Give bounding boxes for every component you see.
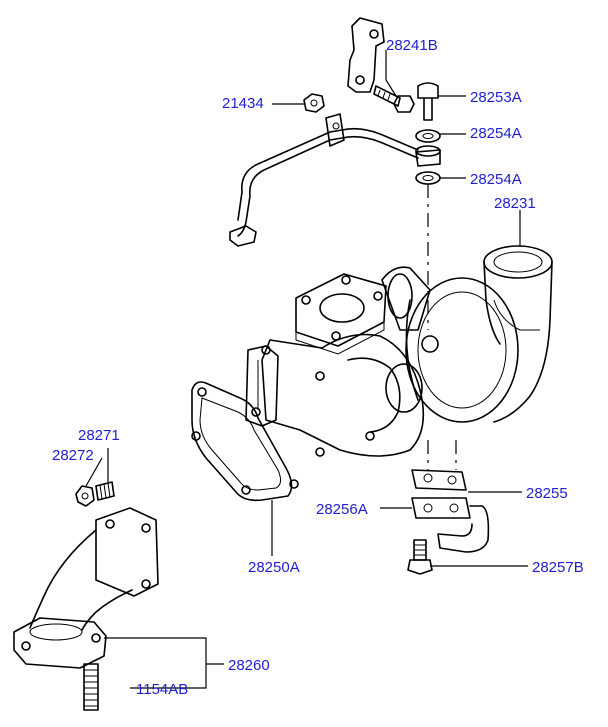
oil-return-pipe <box>411 497 490 553</box>
label-28231: 28231 <box>494 195 536 212</box>
label-28271: 28271 <box>78 427 120 444</box>
nut-28271 <box>75 485 95 507</box>
label-28241b: 28241B <box>386 37 438 54</box>
leader-lines <box>85 50 528 689</box>
bolt-28253a <box>417 82 439 121</box>
washer-lower <box>415 171 441 185</box>
bracket-part <box>347 17 385 93</box>
label-28254a-lower: 28254A <box>470 171 522 188</box>
label-28255: 28255 <box>526 485 568 502</box>
gasket-part <box>191 381 299 502</box>
label-1154ab: 1154AB <box>136 681 188 698</box>
label-28250a: 28250A <box>248 559 300 576</box>
washer-upper <box>415 129 441 143</box>
alignment-line-lower <box>427 440 457 470</box>
bolt-28257b <box>407 539 433 575</box>
banjo-fitting <box>415 145 441 167</box>
label-28260: 28260 <box>228 657 270 674</box>
label-28272: 28272 <box>52 447 94 464</box>
turbocharger <box>245 245 553 457</box>
label-21434: 21434 <box>222 95 264 112</box>
nut-part <box>303 93 325 113</box>
label-28254a-upper: 28254A <box>470 125 522 142</box>
label-28257b: 28257B <box>532 559 584 576</box>
label-28256a: 28256A <box>316 501 368 518</box>
bolt-part <box>373 85 415 113</box>
stud-28272 <box>95 481 115 501</box>
label-28253a: 28253A <box>470 89 522 106</box>
gasket-28255 <box>411 469 467 491</box>
oil-pipe <box>229 113 419 247</box>
stud-1154ab <box>83 663 99 711</box>
elbow-part <box>13 507 159 669</box>
